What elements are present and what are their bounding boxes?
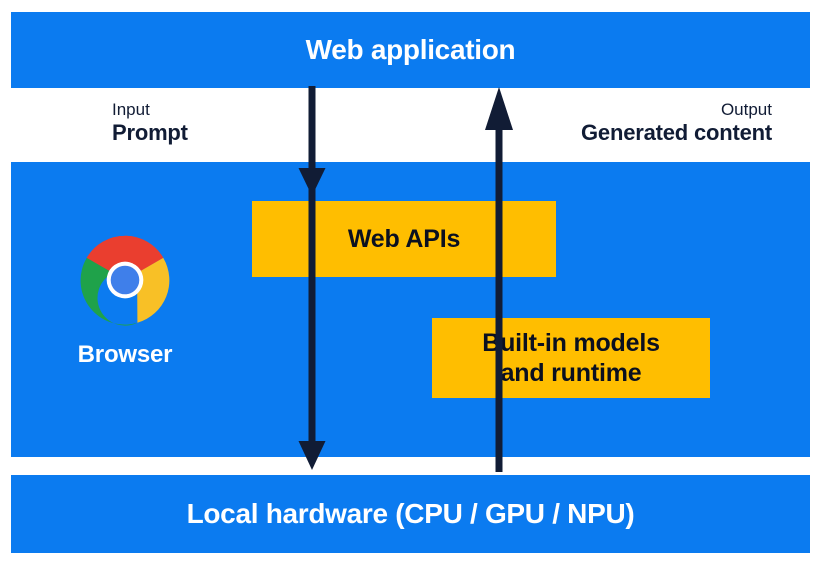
flow-label-output-value: Generated content: [581, 120, 772, 146]
component-built-in-models-label: Built-in models and runtime: [482, 328, 660, 389]
layer-web-application-label: Web application: [305, 34, 516, 65]
layer-browser-label: Browser: [77, 341, 173, 368]
layer-local-hardware-label: Local hardware (CPU / GPU / NPU): [186, 498, 635, 529]
prompt-flow-arrow: [298, 86, 326, 470]
component-web-apis[interactable]: Web APIs: [252, 201, 556, 277]
layer-web-application: Web application: [11, 12, 810, 88]
layer-local-hardware: Local hardware (CPU / GPU / NPU): [11, 475, 810, 553]
component-built-in-models-line1: Built-in models: [482, 328, 660, 357]
flow-label-input-value: Prompt: [112, 120, 188, 146]
flow-label-output: Output Generated content: [581, 100, 772, 146]
flow-label-output-caption: Output: [720, 100, 772, 119]
generated-content-flow-arrow: [485, 87, 513, 472]
flow-label-input-caption: Input: [112, 100, 150, 119]
component-web-apis-label: Web APIs: [347, 224, 461, 253]
component-built-in-models[interactable]: Built-in models and runtime: [432, 318, 710, 398]
component-built-in-models-line2: and runtime: [500, 359, 642, 387]
flow-label-input: Input Prompt: [112, 100, 188, 146]
chrome-logo-icon: [80, 235, 170, 326]
